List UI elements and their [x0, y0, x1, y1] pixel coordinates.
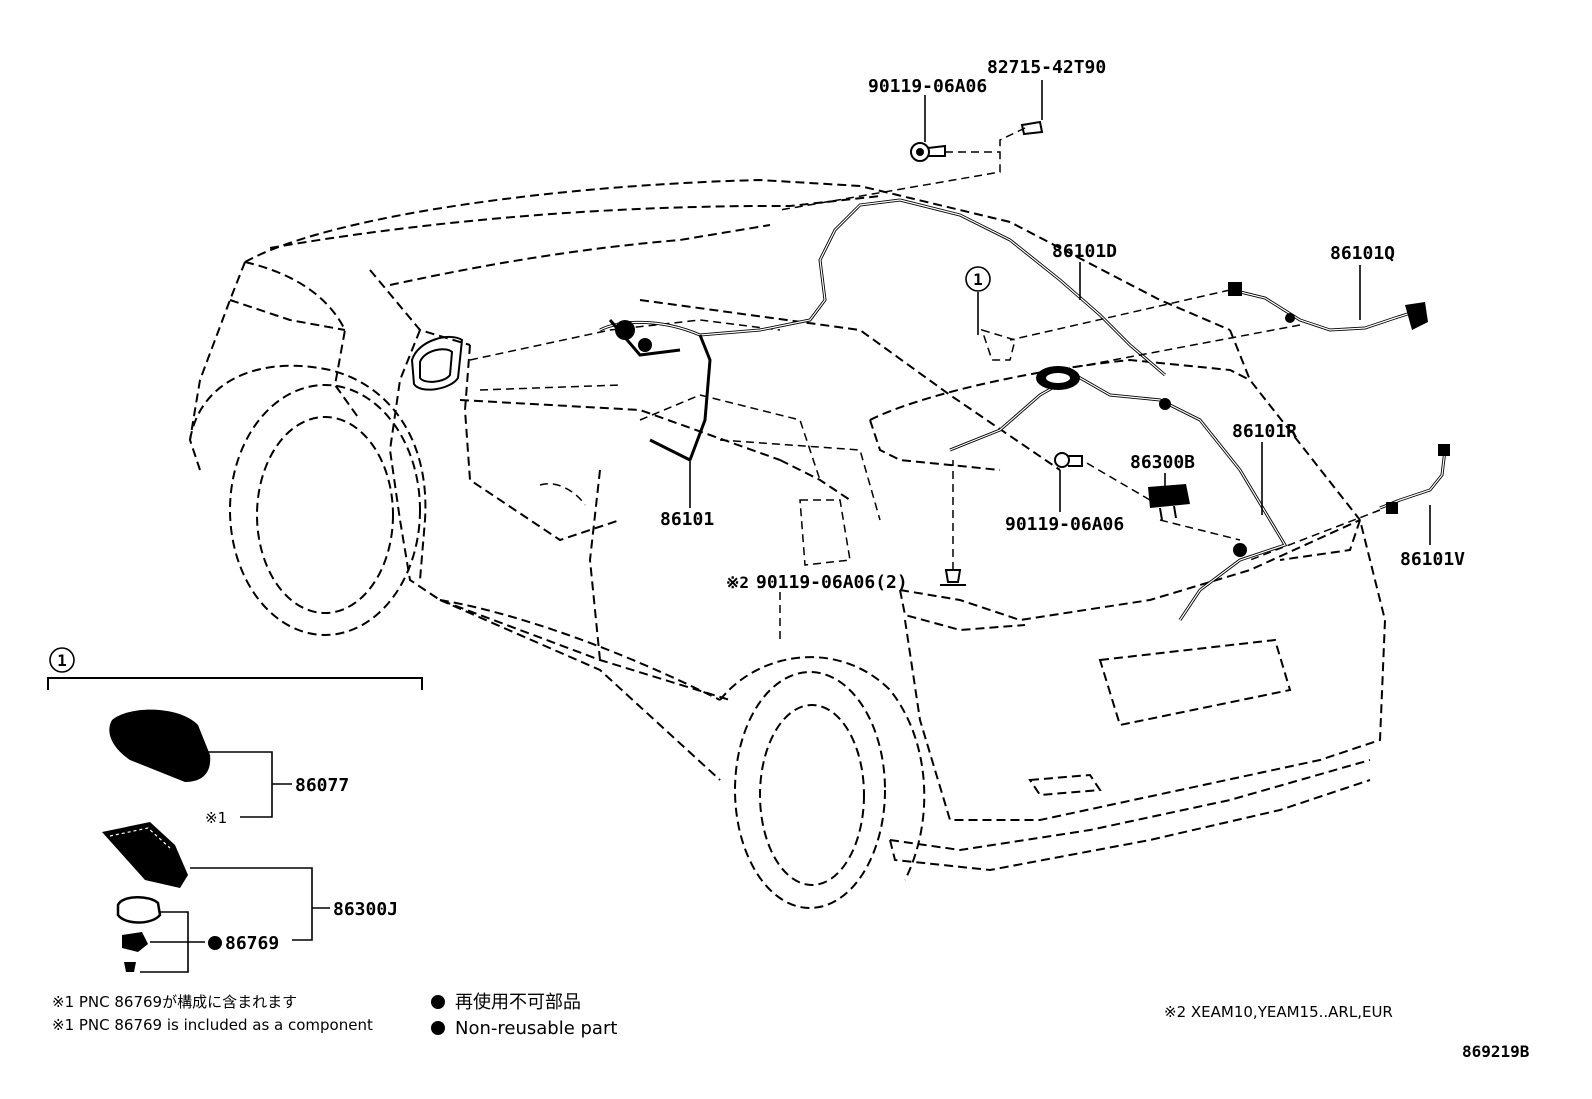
antenna-base-86300-roof [980, 328, 1016, 361]
vehicle-body-outline [188, 178, 1387, 909]
label-note-mark-2: ※2 [726, 573, 749, 592]
note-component-en: ※1 PNC 86769 is included as a component [52, 1016, 373, 1034]
shark-fin-cover [109, 709, 211, 782]
label-86101Q: 86101Q [1330, 243, 1395, 264]
label-86101: 86101 [660, 509, 714, 530]
bolt-90119-top [910, 142, 946, 162]
note-component-jp: ※1 PNC 86769が構成に含まれます [52, 993, 297, 1011]
nut [122, 932, 148, 952]
label-86101D: 86101D [1052, 241, 1117, 262]
side-mirror [410, 335, 464, 391]
label-86101R: 86101R [1232, 421, 1297, 442]
non-reusable-dot-86769 [208, 936, 222, 950]
label-90119-mid: 90119-06A06 [1005, 514, 1124, 535]
interior-outline [469, 319, 881, 566]
legend-dot-jp [431, 995, 445, 1009]
gasket [116, 896, 162, 924]
antenna-base [102, 822, 188, 888]
marker-circle-1-roof: 1 [965, 266, 991, 292]
label-82715-42T90: 82715-42T90 [987, 57, 1106, 78]
label-86769: 86769 [225, 933, 279, 954]
inset-antenna-assembly: 1 86077 ※1 86300J 86769 [47, 647, 423, 973]
module-86300B [1148, 484, 1190, 521]
notes-legend: ※1 PNC 86769が構成に含まれます ※1 PNC 86769 is in… [52, 992, 1530, 1061]
legend-nonreusable-en: Non-reusable part [455, 1018, 617, 1039]
clip-82715 [1020, 120, 1044, 136]
harness-86101-front [599, 198, 901, 462]
note-applicability: ※2 XEAM10,YEAM15..ARL,EUR [1164, 1003, 1393, 1021]
label-86300J: 86300J [333, 899, 398, 920]
harness-86101R-hatch [949, 366, 1288, 621]
svg-text:1: 1 [57, 651, 67, 670]
label-note-mark-1: ※1 [205, 809, 227, 827]
diagram-code: 869219B [1462, 1042, 1530, 1061]
bolt-90119-mid [1054, 452, 1083, 468]
legend-nonreusable-jp: 再使用不可部品 [455, 992, 581, 1013]
legend-dot-en [431, 1021, 445, 1035]
label-86101V: 86101V [1400, 549, 1465, 570]
label-90119-06A06-2: 90119-06A06(2) [756, 572, 908, 593]
callout-leaders [689, 80, 1431, 640]
label-86077: 86077 [295, 775, 349, 796]
part-labels: 82715-42T90 90119-06A06 86101D 86101Q 86… [660, 57, 1465, 593]
svg-text:1: 1 [973, 270, 983, 289]
harness-86101V [1379, 444, 1450, 514]
harness-86101D-roof [899, 198, 1166, 377]
bolt-90119-2 [940, 569, 966, 586]
label-86300B: 86300B [1130, 452, 1195, 473]
harness-86101Q [1228, 282, 1428, 332]
screw [124, 962, 136, 972]
label-90119-top: 90119-06A06 [868, 76, 987, 97]
